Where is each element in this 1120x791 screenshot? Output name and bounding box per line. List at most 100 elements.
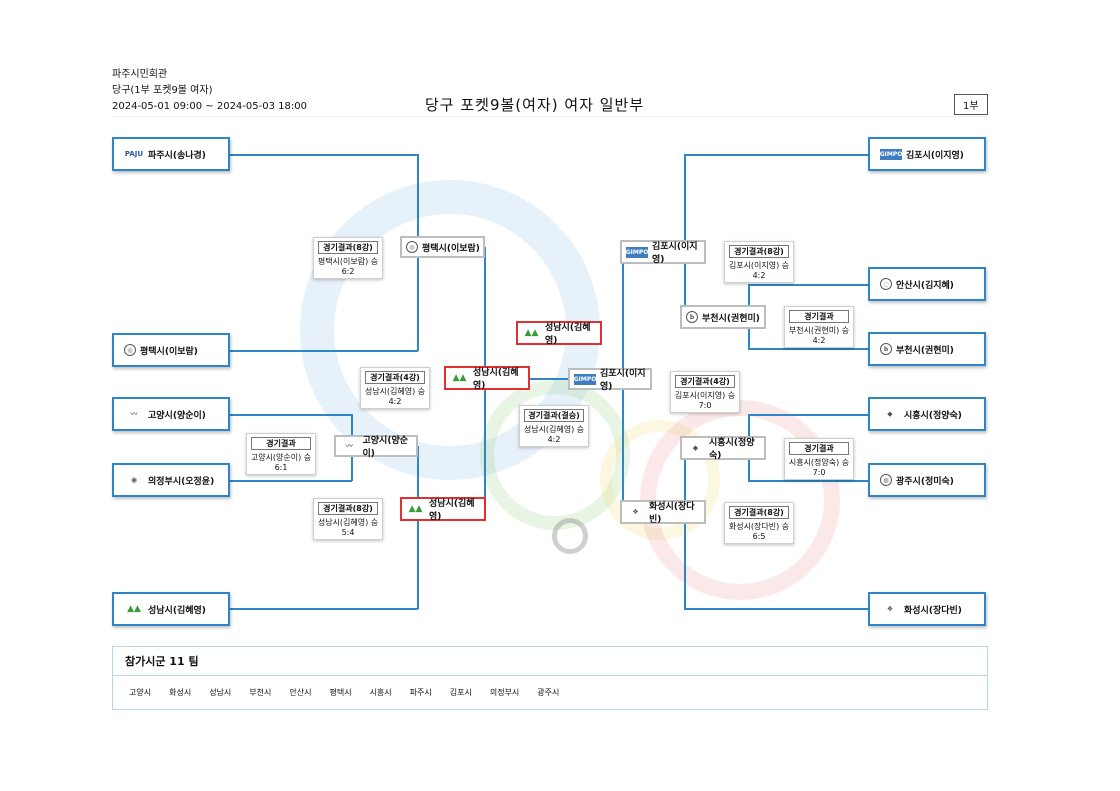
bracket-line [748,284,868,286]
result-card-final: 경기결과(결승) 성남시(김혜영) 승 4:2 [519,405,589,447]
participant-item: 광주시 [537,688,560,697]
seongnam-logo-icon: ▲▲ [127,604,141,614]
node-left-qf-bottom[interactable]: ▲▲ 성남시(김혜영) [400,497,486,522]
bracket-line [684,263,686,306]
node-left-r1-mid[interactable]: 〰 고양시(양순이) [334,435,418,459]
entry-label: 평택시(이보람) [140,346,198,357]
result-card: 경기결과 부천시(권현미) 승 4:2 [784,306,854,348]
node-right-qf-bottom[interactable]: ❖ 화성시(장다빈) [620,500,706,525]
node-label: 김포시(이지영) [652,242,698,265]
result-winner: 김포시(이지영) 승 [674,391,736,400]
node-label: 성남시(김혜영) [545,323,591,346]
bracket-line [230,608,418,610]
entry-gwangju[interactable]: ◍ 광주시(정미숙) [868,463,986,497]
result-winner: 평택시(이보람) 승 [317,257,379,266]
result-card: 경기결과(8강) 성남시(김혜영) 승 5:4 [313,498,383,540]
bracket-line [748,414,868,416]
bracket-line [417,154,419,236]
gwangju-logo-icon: ◍ [880,474,892,486]
result-title: 경기결과(8강) [318,502,378,515]
result-winner: 성남시(김혜영) 승 [364,387,426,396]
participants-panel: 참가시군 11 팀 고양시 화성시 성남시 부천시 안산시 평택시 시흥시 파주… [112,646,988,710]
bracket-line [484,247,486,379]
entry-paju[interactable]: PAJU 파주시(송나경) [112,137,230,171]
period-label: 2024-05-01 09:00 ~ 2024-05-03 18:00 [112,101,307,112]
header-divider [112,116,988,117]
node-champion[interactable]: ▲▲ 성남시(김혜영) [516,321,602,346]
participant-item: 부천시 [249,688,272,697]
bucheon-logo-icon: b [686,311,698,323]
participants-title: 참가시군 11 팀 [125,655,199,668]
bracket-line [622,380,624,510]
entry-hwaseong[interactable]: ❖ 화성시(장다빈) [868,592,986,626]
result-card: 경기결과(8강) 김포시(이지영) 승 4:2 [724,241,794,283]
entry-gimpo[interactable]: GIMPO 김포시(이지영) [868,137,986,171]
entry-label: 광주시(정미숙) [896,476,954,487]
result-winner: 김포시(이지영) 승 [728,261,790,270]
node-label: 화성시(장다빈) [649,502,695,525]
result-card: 경기결과(8강) 평택시(이보람) 승 6:2 [313,237,383,279]
node-left-semi[interactable]: ▲▲ 성남시(김혜영) [444,366,530,391]
bracket-line [417,258,419,351]
bracket-line [351,414,353,436]
entry-label: 안산시(김지혜) [896,280,954,291]
page-title: 당구 포켓9볼(여자) 여자 일반부 [425,96,645,114]
hwaseong-logo-icon: ❖ [632,508,639,516]
siheung-logo-icon: ◆ [887,410,893,418]
entry-goyang[interactable]: 〰 고양시(양순이) [112,397,230,431]
participant-item: 안산시 [289,688,312,697]
entry-pyeongtaek[interactable]: ◎ 평택시(이보람) [112,333,230,367]
result-card: 경기결과(4강) 김포시(이지영) 승 7:0 [670,371,740,413]
node-label: 성남시(김혜영) [473,368,519,391]
result-title: 경기결과(8강) [729,245,789,258]
entry-label: 의정부시(오정윤) [148,476,215,487]
node-label: 김포시(이지영) [600,369,646,392]
bracket-line [622,252,624,380]
bracket-line [230,350,418,352]
result-title: 경기결과(8강) [318,241,378,254]
entry-ansan[interactable]: ◌ 안산시(김지혜) [868,267,986,301]
bracket-line [748,460,750,481]
participant-list: 고양시 화성시 성남시 부천시 안산시 평택시 시흥시 파주시 김포시 의정부시… [129,687,559,698]
seongnam-logo-icon: ▲▲ [524,328,539,338]
result-score: 7:0 [698,401,712,410]
bracket-line [748,284,750,306]
participant-item: 김포시 [449,688,472,697]
result-score: 6:1 [274,463,288,472]
result-winner: 부천시(권현미) 승 [788,326,850,335]
result-title: 경기결과(결승) [524,409,584,422]
node-right-qf-top[interactable]: GIMPO 김포시(이지영) [620,240,706,265]
entry-bucheon[interactable]: b 부천시(권현미) [868,332,986,366]
entry-uijeongbu[interactable]: ◉ 의정부시(오정윤) [112,463,230,497]
seongnam-logo-icon: ▲▲ [452,373,467,383]
node-left-qf-top[interactable]: ◎ 평택시(이보람) [400,236,485,258]
result-winner: 성남시(김혜영) 승 [523,425,585,434]
entry-label: 성남시(김혜영) [148,605,206,616]
result-title: 경기결과(4강) [365,371,425,384]
participant-item: 성남시 [209,688,232,697]
node-label: 부천시(권현미) [702,313,760,324]
division-badge: 1부 [954,94,988,115]
bracket-line [417,520,419,609]
paju-logo-icon: PAJU [124,150,144,158]
bracket-line [484,378,486,508]
pyeongtaek-seal-icon: ◎ [406,241,418,253]
node-right-r1-top[interactable]: b 부천시(권현미) [680,305,766,329]
result-winner: 고양시(양순이) 승 [250,453,312,462]
result-score: 5:4 [341,528,355,537]
gimpo-logo-icon: GIMPO [573,373,597,385]
entry-siheung[interactable]: ◆ 시흥시(정양숙) [868,397,986,431]
entry-label: 고양시(양순이) [148,410,206,421]
result-winner: 시흥시(정양숙) 승 [788,458,850,467]
bracket-line [417,446,419,498]
bracket-line [351,455,353,481]
uijeongbu-logo-icon: ◉ [130,476,138,484]
result-title: 경기결과 [789,442,849,455]
bracket-line [748,414,750,437]
entry-seongnam[interactable]: ▲▲ 성남시(김혜영) [112,592,230,626]
entry-label: 화성시(장다빈) [904,605,962,616]
node-right-r1-mid[interactable]: ◆ 시흥시(정양숙) [680,436,766,461]
node-right-semi[interactable]: GIMPO 김포시(이지영) [568,368,652,392]
bracket-line [748,328,750,349]
bracket-line [684,460,686,502]
